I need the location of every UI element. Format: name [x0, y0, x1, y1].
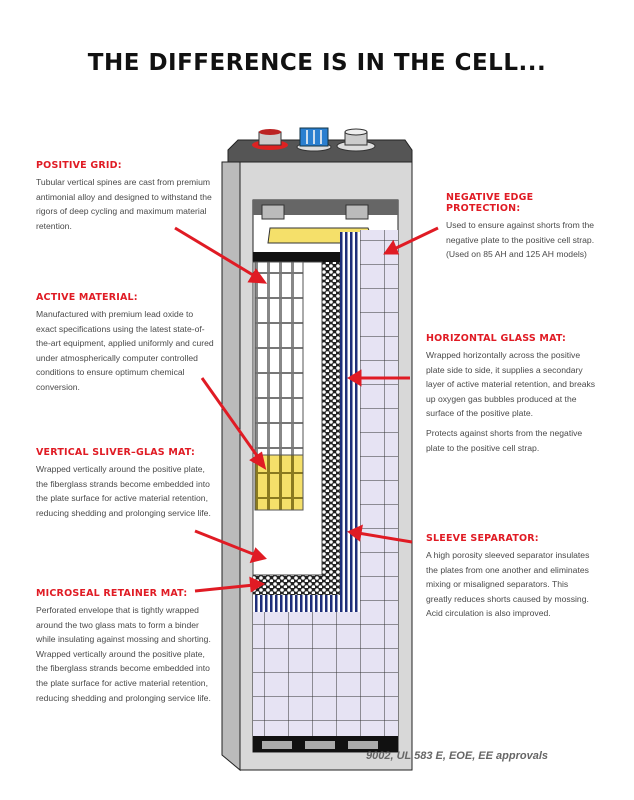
- approvals-footer: 9002, UL 583 E, EOE, EE approvals: [366, 750, 548, 762]
- callout-heading: VERTICAL SLIVER–GLAS MAT:: [36, 447, 195, 458]
- callout-heading: SLEEVE SEPARATOR:: [426, 533, 539, 544]
- positive-terminal: [252, 129, 288, 150]
- arrow-microseal: [194, 583, 255, 593]
- callout-sleeve-separator: SLEEVE SEPARATOR: A high porosity sleeve…: [426, 533, 592, 626]
- callout-text: Manufactured with premium lead oxide to …: [36, 309, 214, 392]
- callout-heading: HORIZONTAL GLASS MAT:: [426, 333, 567, 344]
- callout-heading: ACTIVE MATERIAL:: [36, 292, 138, 303]
- callout-text: Wrapped vertically around the positive p…: [36, 464, 211, 518]
- microseal-mat-bottom: [253, 575, 340, 595]
- callout-text: A high porosity sleeved separator insula…: [426, 550, 590, 619]
- callout-text: Used to ensure against shorts from the n…: [446, 220, 595, 260]
- callout-text-2: Protects against shorts from the negativ…: [426, 427, 583, 453]
- arrow-active-material: [200, 377, 262, 461]
- callout-text: Wrapped horizontally across the positive…: [426, 350, 596, 419]
- casing-side: [221, 161, 241, 772]
- callout-heading: NEGATIVE EDGE PROTECTION:: [446, 192, 534, 214]
- callout-negative-edge: NEGATIVE EDGE PROTECTION: Used to ensure…: [446, 192, 606, 267]
- page-title: THE DIFFERENCE IS IN THE CELL...: [87, 50, 547, 76]
- positive-grid: [254, 261, 304, 456]
- vent-cap: [296, 127, 332, 152]
- callout-positive-grid: POSITIVE GRID: Tubular vertical spines a…: [36, 160, 216, 238]
- negative-plate-bottom: [253, 612, 398, 736]
- callout-horizontal-glass: HORIZONTAL GLASS MAT: Wrapped horizontal…: [426, 333, 598, 460]
- callout-heading: MICROSEAL RETAINER MAT:: [36, 588, 188, 599]
- callout-heading: POSITIVE GRID:: [36, 160, 122, 171]
- callout-text: Perforated envelope that is tightly wrap…: [36, 605, 211, 703]
- arrow-negative-edge: [391, 226, 439, 252]
- negative-terminal: [336, 128, 376, 152]
- microseal-mat: [322, 262, 340, 595]
- negative-plate: [360, 230, 398, 612]
- arrow-sleeve-separator: [357, 531, 413, 544]
- callout-active-material: ACTIVE MATERIAL: Manufactured with premi…: [36, 292, 216, 400]
- arrow-vertical-sliver: [194, 529, 259, 558]
- callout-vertical-sliver: VERTICAL SLIVER–GLAS MAT: Wrapped vertic…: [36, 447, 216, 525]
- arrow-positive-grid: [174, 226, 259, 280]
- plate-top-bar: [253, 252, 383, 262]
- sleeve-separator: [340, 232, 360, 612]
- callout-text: Tubular vertical spines are cast from pr…: [36, 177, 212, 231]
- sleeve-separator-bottom: [253, 595, 360, 612]
- callout-microseal: MICROSEAL RETAINER MAT: Perforated envel…: [36, 588, 216, 710]
